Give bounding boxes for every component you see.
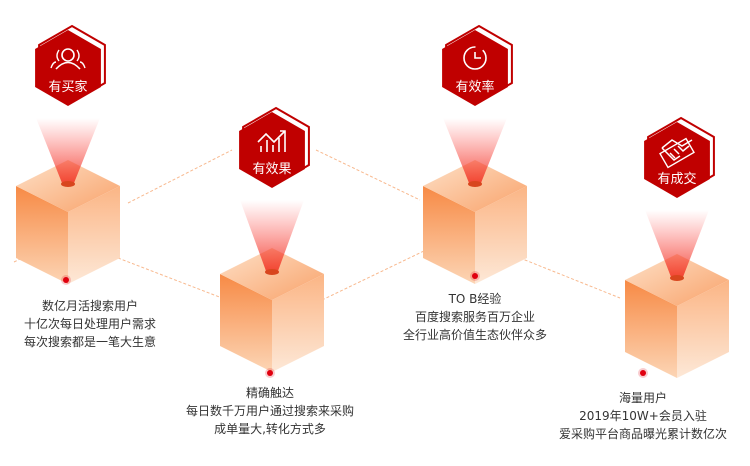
node-desc-line: 2019年10W+会员入驻 <box>579 409 707 423</box>
node-3 <box>423 24 527 284</box>
node-description: 数亿月活搜索用户十亿次每日处理用户需求每次搜索都是一笔大生意 <box>0 297 200 351</box>
node-2 <box>220 106 324 378</box>
hex-badge <box>442 30 508 106</box>
handshake-icon <box>659 137 695 169</box>
hex-badge <box>239 112 305 188</box>
badge-label: 有效率 <box>455 80 495 95</box>
hex-badge <box>35 30 101 106</box>
connector-line <box>127 149 233 204</box>
node-4 <box>625 116 729 378</box>
node-title: 海量用户 <box>618 391 667 405</box>
marker-dot <box>267 370 273 376</box>
marker-dot <box>640 370 646 376</box>
connector-line <box>321 249 427 301</box>
node-description: 海量用户 2019年10W+会员入驻爱采购平台商品曝光累计数亿次 <box>533 389 750 443</box>
users-icon <box>50 48 86 70</box>
marker-dot <box>63 277 69 283</box>
light-beam <box>645 210 709 277</box>
badge-label: 有效果 <box>252 162 292 177</box>
node-desc-line: 成单量大,转化方式多 <box>214 422 326 436</box>
light-beam <box>36 118 100 183</box>
connector-line <box>315 149 421 201</box>
cube <box>16 160 120 284</box>
light-beam <box>240 200 304 271</box>
node-desc-line: 全行业高价值生态伙伴众多 <box>402 328 547 342</box>
cube <box>625 254 729 378</box>
connector-line <box>519 257 621 299</box>
light-beam <box>443 118 507 183</box>
node-description: TO B经验百度搜索服务百万企业全行业高价值生态伙伴众多 <box>365 290 585 344</box>
chart-up-icon <box>257 130 286 152</box>
node-desc-line: 十亿次每日处理用户需求 <box>23 317 156 331</box>
beam-spot <box>61 181 75 187</box>
node-title: 精确触达 <box>245 386 294 400</box>
hex-badge <box>644 122 710 198</box>
connector-line <box>117 257 223 299</box>
node-desc-line: 每日数千万用户通过搜索来采购 <box>185 404 354 418</box>
node-title: 数亿月活搜索用户 <box>41 299 138 313</box>
beam-spot <box>468 181 482 187</box>
badge-label: 有买家 <box>48 80 88 95</box>
node-desc-line: 每次搜索都是一笔大生意 <box>23 335 156 349</box>
badge-label: 有成交 <box>657 172 697 187</box>
node-desc-line: 百度搜索服务百万企业 <box>414 310 535 324</box>
node-desc-line: 爱采购平台商品曝光累计数亿次 <box>558 427 727 441</box>
clock-icon <box>463 46 487 70</box>
marker-dot <box>472 273 478 279</box>
node-title: TO B经验 <box>448 292 502 306</box>
beam-spot <box>265 269 279 275</box>
node-1 <box>16 24 120 285</box>
beam-spot <box>670 275 684 281</box>
cube <box>423 160 527 284</box>
node-description: 精确触达每日数千万用户通过搜索来采购成单量大,转化方式多 <box>160 384 380 438</box>
